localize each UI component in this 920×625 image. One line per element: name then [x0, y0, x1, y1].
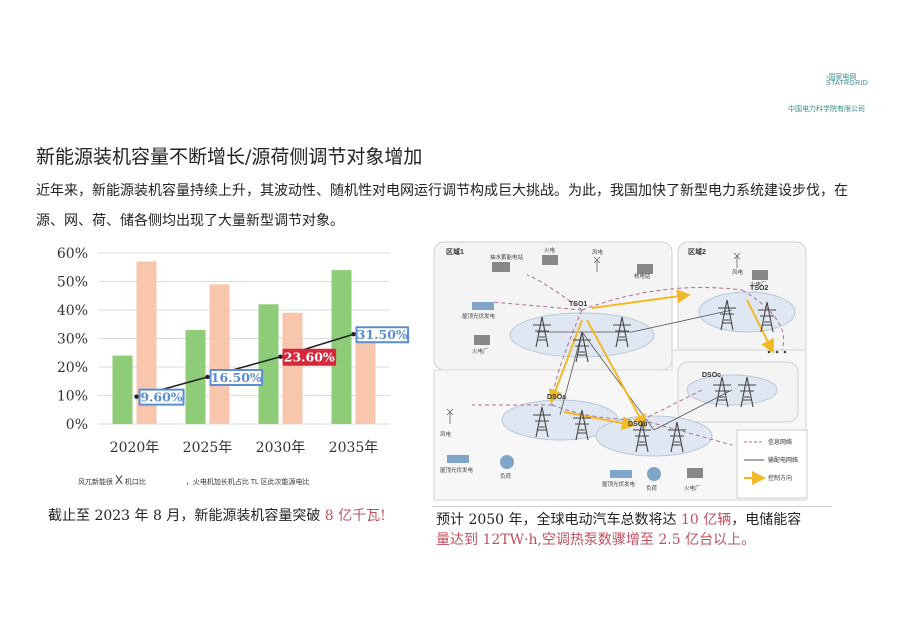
data-label-3: 31.50%	[357, 327, 408, 342]
svg-text:抽水蓄能电站: 抽水蓄能电站	[490, 253, 524, 261]
svg-text:核电站: 核电站	[634, 272, 651, 280]
data-label-inner-1	[211, 370, 262, 384]
diagram-legend: 信息网络 输配电网络 控制方向	[744, 438, 798, 485]
caption-right-hl2: 量达到 12TW·h,空调热泵数骤增至 2.5 亿台以上。	[436, 532, 756, 548]
fire-plant-icon	[474, 335, 490, 345]
svg-text:负荷: 负荷	[500, 472, 512, 480]
bar-2-1	[209, 284, 230, 424]
svg-text:风电: 风电	[732, 268, 744, 276]
bar-1-1	[185, 329, 206, 424]
trend-point-2	[278, 354, 283, 359]
hydro-icon	[492, 262, 510, 272]
nuclear-icon	[637, 264, 653, 274]
trend-point-3	[351, 332, 356, 337]
y-tick-label: 20%	[57, 360, 88, 376]
fire-plant-icon	[687, 468, 703, 478]
dsoa-label: DSOa	[547, 394, 566, 401]
svg-text:风电: 风电	[592, 248, 604, 256]
svg-text:火电: 火电	[544, 246, 556, 254]
x-tick-label: 2020年	[110, 440, 160, 456]
tso2-label: TSO2	[750, 285, 768, 292]
svg-text:信息网络: 信息网络	[768, 438, 792, 446]
data-label-2: 23.60%	[284, 350, 335, 365]
legend-text-c: ，火电机加长机占比 TL 区此次能源电比	[185, 479, 310, 486]
bar-1-0	[112, 355, 133, 424]
slide-title: 新能源装机容量不断增长/源荷侧调节对象增加	[36, 146, 423, 168]
y-tick-label: 10%	[57, 389, 88, 405]
svg-text:风电: 风电	[440, 430, 452, 438]
x-tick-label: 2035年	[329, 440, 379, 456]
fire-plant-icon	[752, 270, 768, 280]
dsob-label: DSOb	[628, 421, 647, 428]
svg-text:输配电网络: 输配电网络	[768, 456, 798, 464]
svg-text:控制方向: 控制方向	[768, 474, 792, 482]
diagram-legend-box	[736, 429, 808, 499]
svg-text:负荷: 负荷	[646, 484, 658, 492]
wind-turbine-icon	[733, 252, 741, 268]
region1-label: 区域1	[446, 247, 464, 256]
caption-right-text: 预计 2050 年，全球电动汽车总数将达	[436, 512, 681, 528]
x-tick-labels: 2020年 2025年 2030年 2035年	[110, 440, 379, 456]
data-label-inner-3	[357, 328, 408, 342]
data-label-1: 16.50%	[211, 370, 262, 385]
load-icon	[500, 455, 514, 469]
caption-right-mid: ，电储能容	[731, 512, 802, 528]
solar-panel-icon	[447, 455, 469, 463]
svg-text:屋顶光伏发电: 屋顶光伏发电	[440, 466, 474, 474]
logo-line-2: STATRGRID	[826, 80, 869, 87]
caption-left: 截止至 2023 年 8 月，新能源装机容量突破 8 亿千瓦!	[48, 505, 386, 525]
y-tick-labels: 0% 10% 20% 30% 40% 50% 60%	[57, 246, 88, 433]
data-label-0: 9.60%	[140, 390, 182, 405]
fire-plant-icon	[542, 255, 558, 265]
capacity-chart: 0% 10% 20% 30% 40% 50% 60% 2020年 2025年 2030年 2035…	[57, 246, 410, 456]
x-tick-label: 2030年	[256, 440, 306, 456]
y-tick-label: 50%	[57, 275, 88, 291]
wind-turbine-icon	[593, 256, 601, 272]
trend-line: 9.60% 16.50% 23.60% 31.50%	[134, 326, 410, 406]
trend-point-0	[134, 394, 139, 399]
svg-text:屋顶光伏发电: 屋顶光伏发电	[462, 312, 496, 320]
x-tick-label: 2025年	[183, 440, 233, 456]
legend-text-big: X	[114, 473, 123, 487]
caption-left-highlight: 8 亿千瓦!	[324, 508, 386, 524]
tso1-label: TSO1	[569, 301, 587, 308]
bar-2-0	[136, 261, 157, 424]
data-label-inner-0	[140, 390, 183, 404]
y-tick-label: 30%	[57, 332, 88, 348]
company-name: 中国电力科学院有限公司	[788, 106, 865, 113]
svg-text:火电厂: 火电厂	[750, 280, 767, 288]
svg-text:火电厂: 火电厂	[472, 347, 489, 355]
solar-panel-icon	[610, 470, 632, 478]
legend-text-b: 机口比	[124, 479, 146, 486]
load-icon	[647, 467, 661, 481]
y-tick-label: 60%	[57, 246, 88, 262]
caption-right-hl1: 10 亿辆	[680, 512, 732, 528]
y-tick-label: 40%	[57, 303, 88, 319]
legend-text-a: 风兀新能很	[78, 479, 113, 486]
caption-left-text: 截止至 2023 年 8 月，新能源装机容量突破	[48, 508, 325, 524]
bar-2-3	[355, 335, 376, 424]
svg-text:火电厂: 火电厂	[684, 484, 701, 492]
chart-legend: 风兀新能很 X 机口比 ，火电机加长机占比 TL 区此次能源电比	[78, 473, 310, 487]
chart-bars	[112, 261, 376, 424]
svg-text:屋顶光伏发电: 屋顶光伏发电	[602, 480, 636, 488]
grid-regulation-diagram: 区域1 区域2 TSO1 TSO2 DSOa DSOb DSOc 抽水蓄能电站 …	[433, 241, 808, 501]
region2-label: 区域2	[688, 247, 706, 256]
bar-2-2	[282, 312, 303, 424]
solar-panel-icon	[472, 302, 494, 310]
caption-right: 预计 2050 年，全球电动汽车总数将达 10 亿辆，电储能容量达到 12TW·…	[436, 510, 836, 550]
intro-paragraph: 近年来，新能源装机容量持续上升，其波动性、随机性对电网运行调节构成巨大挑战。为此…	[36, 183, 848, 229]
dsoc-label: DSOc	[702, 372, 721, 379]
bar-1-2	[258, 304, 279, 424]
wind-turbine-icon	[446, 408, 454, 424]
trend-point-1	[205, 374, 210, 380]
logo-line-1: ›国家电网	[826, 74, 857, 81]
trend-line-path	[136, 333, 354, 398]
data-label-inner-2	[284, 350, 335, 364]
bar-1-3	[331, 270, 352, 424]
caption-divider	[432, 506, 832, 507]
y-tick-label: 0%	[66, 417, 88, 433]
